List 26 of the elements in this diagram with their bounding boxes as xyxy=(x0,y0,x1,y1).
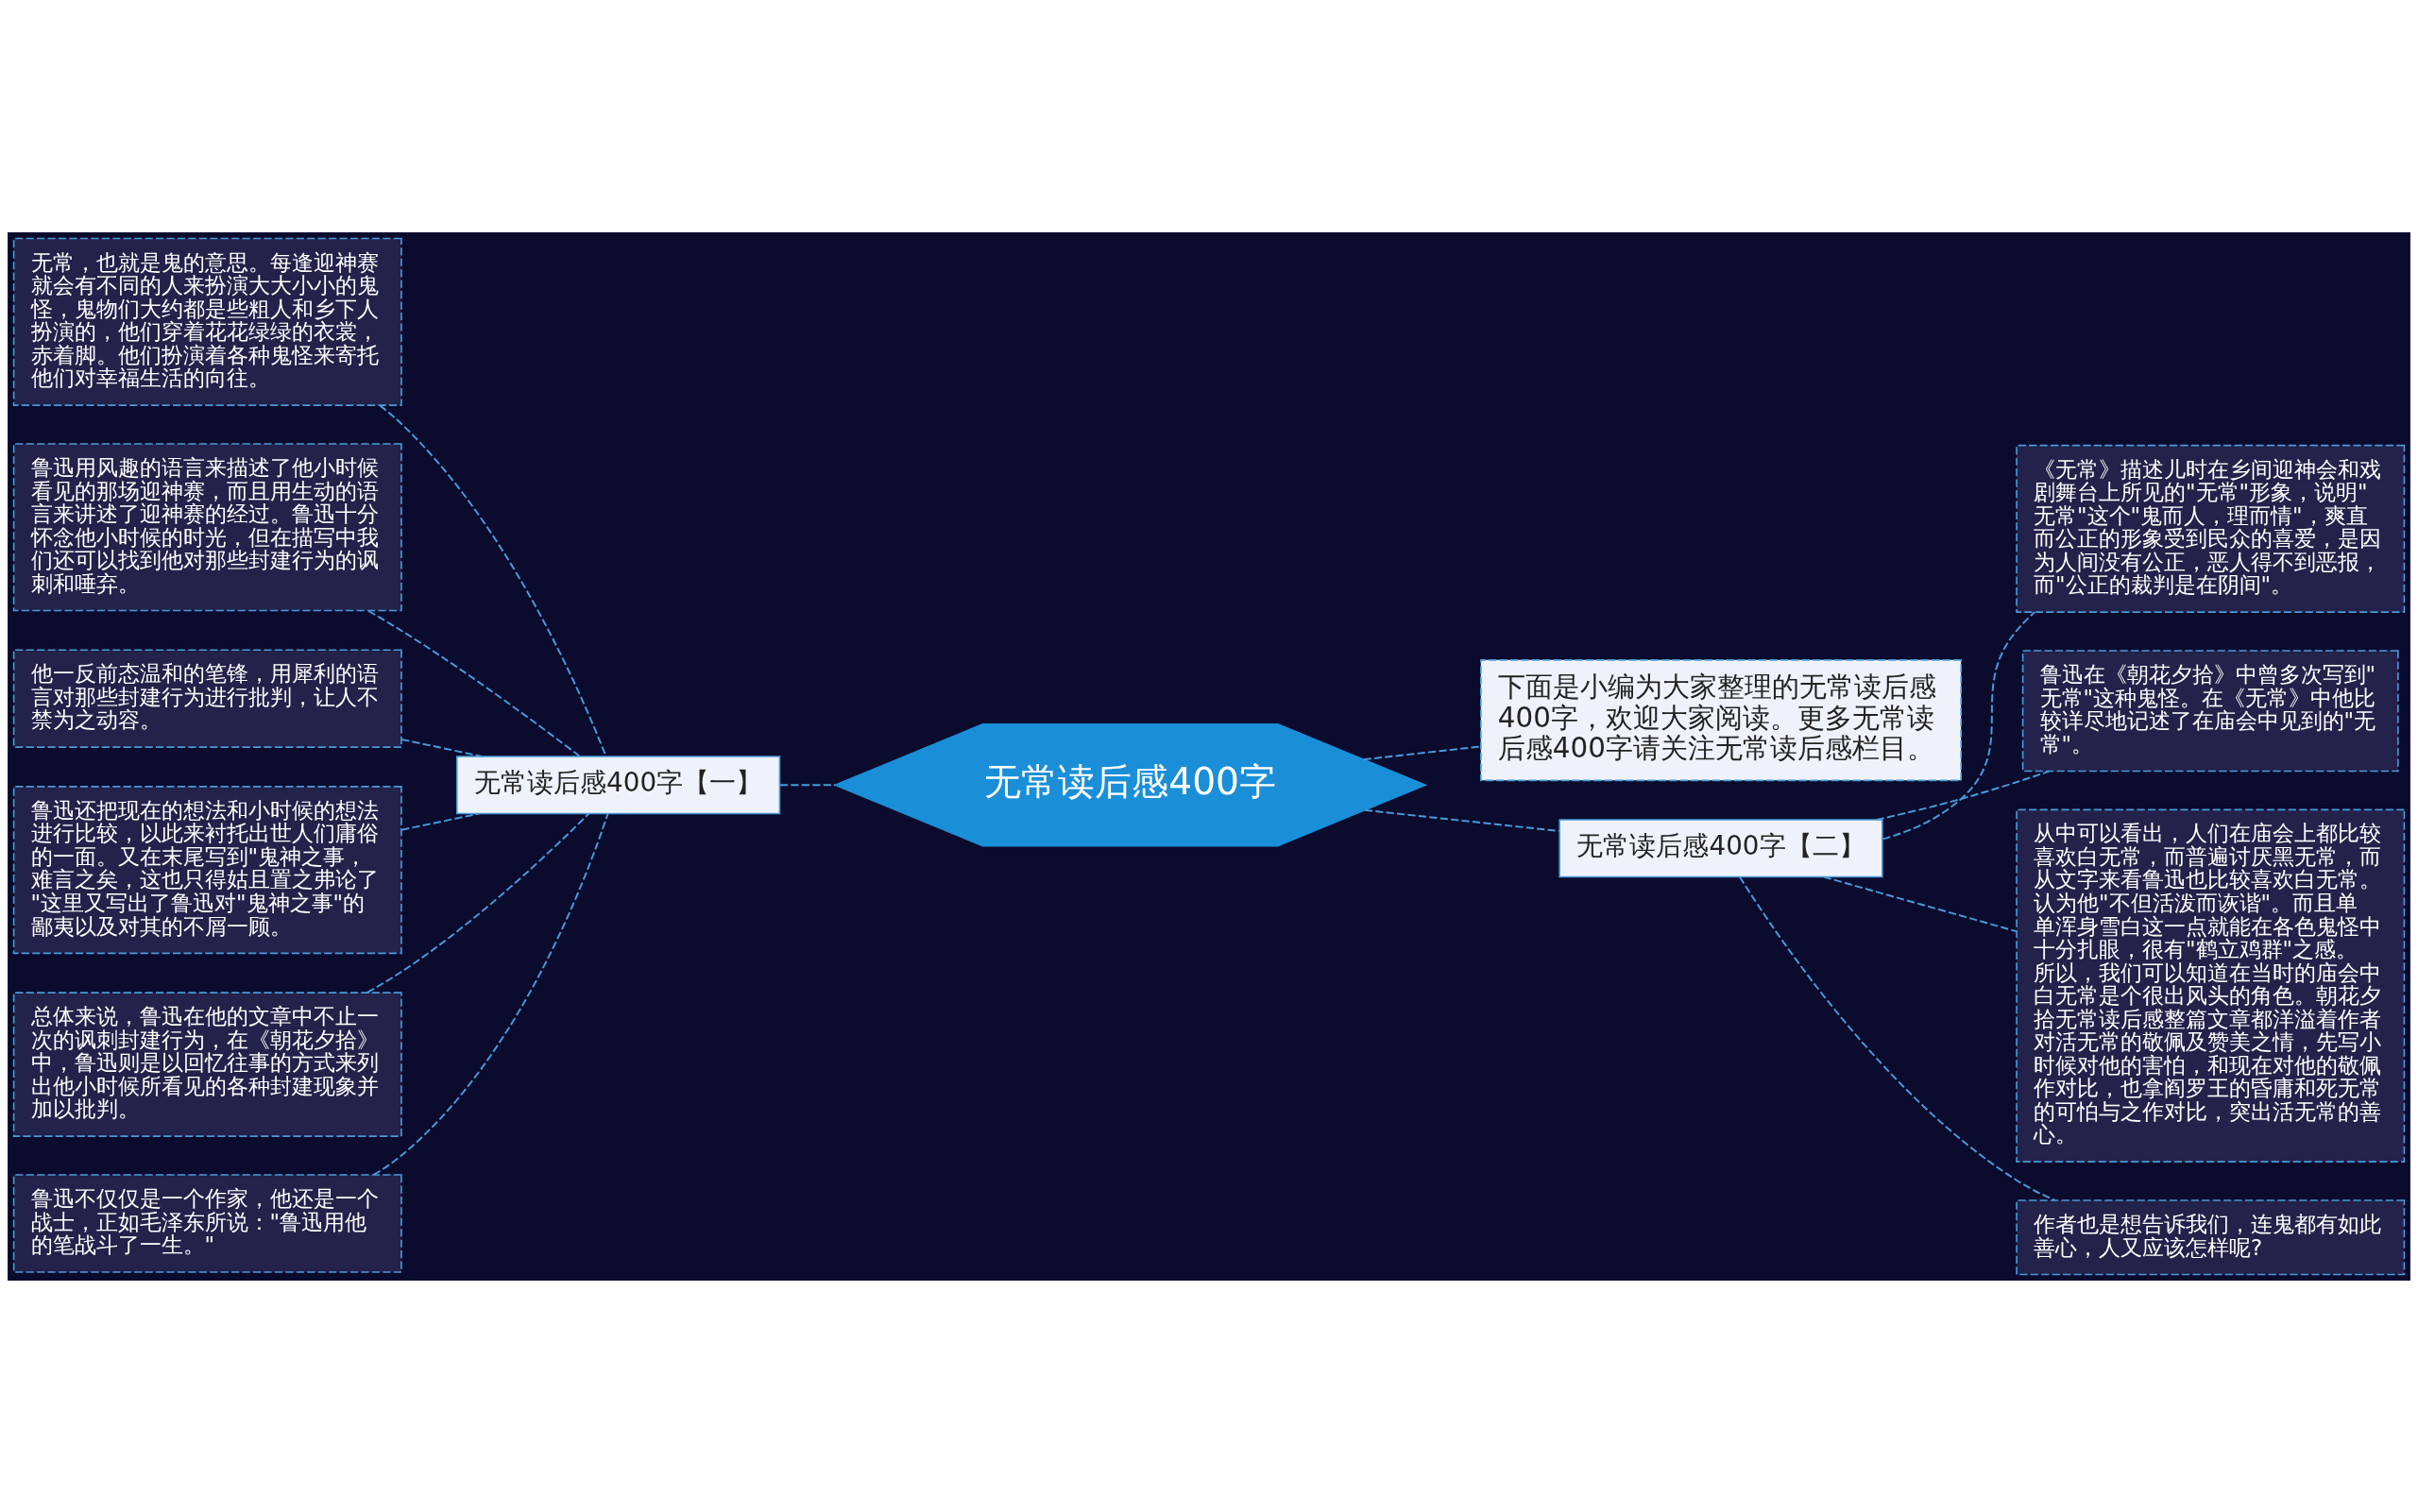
node-box: 他一反前态温和的笔锋，用犀利的语言对那些封建行为进行批判，让人不禁为之动容。 xyxy=(12,648,402,748)
node-box: 作者也是想告诉我们，连鬼都有如此善心，人又应该怎样呢? xyxy=(2016,1198,2406,1275)
connector xyxy=(1364,808,1560,832)
node-box: 无常读后感400字【一】 xyxy=(455,755,781,814)
connector xyxy=(1823,875,2018,932)
node-box: 鲁迅不仅仅是一个作家，他还是一个战士，正如毛泽东所说："鲁迅用他的笔战斗了一生。" xyxy=(12,1173,402,1273)
node-box: 鲁迅在《朝花夕拾》中曾多次写到"无常"这种鬼怪。在《无常》中他比较详尽地记述了在庙会中见到的"无常"。 xyxy=(2021,649,2399,772)
connector xyxy=(367,609,581,757)
connector xyxy=(400,812,481,831)
connector xyxy=(1739,875,2056,1201)
connector xyxy=(379,403,607,757)
node-box: 鲁迅用风趣的语言来描述了他小时候看见的那场迎神赛，而且用生动的语言来讲述了迎神赛的经过。鲁迅十分怀念他小时候的时光，但在描写中我们还可以找到他对那些封建行为的讽刺和唾弃。 xyxy=(12,442,402,611)
connector xyxy=(779,783,837,786)
node-box: 下面是小编为大家整理的无常读后感400字，欢迎大家阅读。更多无常读后感400字请关注无常读后感栏目。 xyxy=(1480,658,1963,781)
connector xyxy=(366,812,590,994)
connector xyxy=(1362,745,1482,760)
node-box: 《无常》描述儿时在乡间迎神会和戏剧舞台上所见的"无常"形象，说明"无常"这个"鬼而人，理而情"，爽直而公正的形象受到民众的喜爱，是因为人间没有公正，恶人得不到恶报，而"公正的裁判是在阴间"。 xyxy=(2016,444,2406,613)
connector xyxy=(372,812,609,1176)
node-box: 无常，也就是鬼的意思。每逢迎神赛就会有不同的人来扮演大大小小的鬼怪，鬼物们大约都是些粗人和乡下人扮演的，他们穿着花花绿绿的衣裳，赤着脚。他们扮演着各种鬼怪来寄托他们对幸福生活的向往。 xyxy=(12,237,402,406)
node-box: 鲁迅还把现在的想法和小时候的想法进行比较，以此来衬托出世人们庸俗的一面。又在末尾写到"鬼神之事，难言之矣，这也只得姑且置之弗论了"这里又写出了鲁迅对"鬼神之事"的鄙夷以及对其的不屑一顾。 xyxy=(12,785,402,954)
node-box: 无常读后感400字【二】 xyxy=(1558,818,1883,877)
connector xyxy=(1882,610,2035,840)
connector xyxy=(400,738,483,757)
node-box: 总体来说，鲁迅在他的文章中不止一次的讽刺封建行为，在《朝花夕拾》中，鲁迅则是以回忆往事的方式来列出他小时候所看见的各种封建现象并加以批判。 xyxy=(12,991,402,1137)
node-box: 从中可以看出，人们在庙会上都比较喜欢白无常，而普遍讨厌黑无常，而从文字来看鲁迅也比较喜欢白无常。认为他"不但活泼而诙谐"。而且单单浑身雪白这一点就能在各色鬼怪中十分扎眼，很有"鹤立鸡群"之感。所以，我们可以知道在当时的庙会中白无常是个很出风头的角色。朝花夕拾无常读后感整篇文章都洋溢着作者对活无常的敬佩及赞美之情，先写小时候对他的害怕，和现在对他的敬佩作对比，也拿阎罗王的昏庸和死无常的可怕与之作对比，突出活无常的善心。 xyxy=(2016,808,2406,1163)
connector xyxy=(1875,770,2051,821)
